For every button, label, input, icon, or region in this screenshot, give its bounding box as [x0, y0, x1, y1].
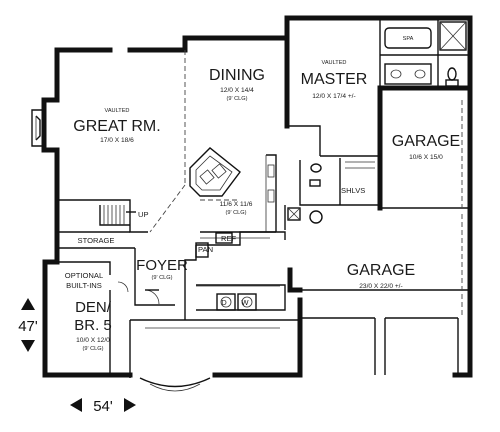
den-name-line1: DEN/	[75, 299, 112, 316]
optional-label-line2: BUILT-INS	[66, 281, 102, 290]
storage-label: STORAGE	[78, 236, 115, 245]
arrow-right-icon	[124, 398, 136, 412]
arrow-left-icon	[70, 398, 82, 412]
kitchen-island	[189, 147, 241, 197]
den-ceiling: (9' CLG)	[83, 346, 104, 352]
den-size: 10/0 X 12/0	[76, 337, 110, 344]
garage-large-name: GARAGE	[347, 262, 415, 279]
master-name: MASTER	[301, 71, 368, 88]
great-room-vaulted: VAULTED	[105, 108, 130, 114]
garage-small-name: GARAGE	[392, 133, 460, 150]
up-label: UP	[138, 210, 149, 219]
width-dimension: 54'	[70, 398, 136, 415]
arrow-down-icon	[21, 340, 35, 352]
width-label: 54'	[93, 398, 113, 415]
shelves-label: SHLVS	[341, 186, 365, 195]
arrow-up-icon	[21, 298, 35, 310]
laundry	[196, 285, 280, 311]
depth-label: 47'	[18, 318, 38, 335]
open-space-lines	[149, 50, 240, 233]
front-porch	[129, 319, 300, 392]
entry-doors	[117, 281, 160, 305]
kitchen-ceiling: (9' CLG)	[226, 210, 247, 216]
garage-doors	[299, 100, 470, 375]
powder-room-fixtures	[287, 207, 323, 224]
kitchen-counters	[195, 154, 277, 258]
foyer-ceiling: (9' CLG)	[152, 275, 173, 281]
optional-label-line1: OPTIONAL	[65, 271, 103, 280]
kitchen-size: 11/6 X 11/6	[220, 201, 253, 208]
dryer-label: D	[221, 298, 227, 307]
depth-dimension: 47'	[18, 298, 38, 352]
stairs	[99, 205, 136, 226]
master-vaulted: VAULTED	[322, 60, 347, 66]
den-name-line2: BR. 5	[74, 317, 112, 334]
exterior-walls	[41, 15, 473, 378]
great-room-name: GREAT RM.	[73, 118, 160, 135]
washer-label: W	[241, 298, 249, 307]
pantry-label: PAN	[198, 245, 213, 254]
dining-name: DINING	[209, 67, 265, 84]
garage-small-size: 10/6 X 15/0	[409, 154, 443, 161]
spa-label: SPA	[403, 36, 414, 42]
fireplace-symbol	[31, 109, 44, 147]
dining-ceiling: (9' CLG)	[227, 96, 248, 102]
master-size: 12/0 X 17/4 +/-	[312, 93, 355, 100]
master-bath-fixtures	[309, 21, 467, 187]
garage-large-size: 23/0 X 22/0 +/-	[359, 283, 402, 290]
dining-size: 12/0 X 14/4	[220, 87, 254, 94]
refrigerator-label: REF	[221, 234, 237, 243]
great-room-size: 17/0 X 18/6	[100, 137, 134, 144]
foyer-name: FOYER	[136, 257, 188, 274]
